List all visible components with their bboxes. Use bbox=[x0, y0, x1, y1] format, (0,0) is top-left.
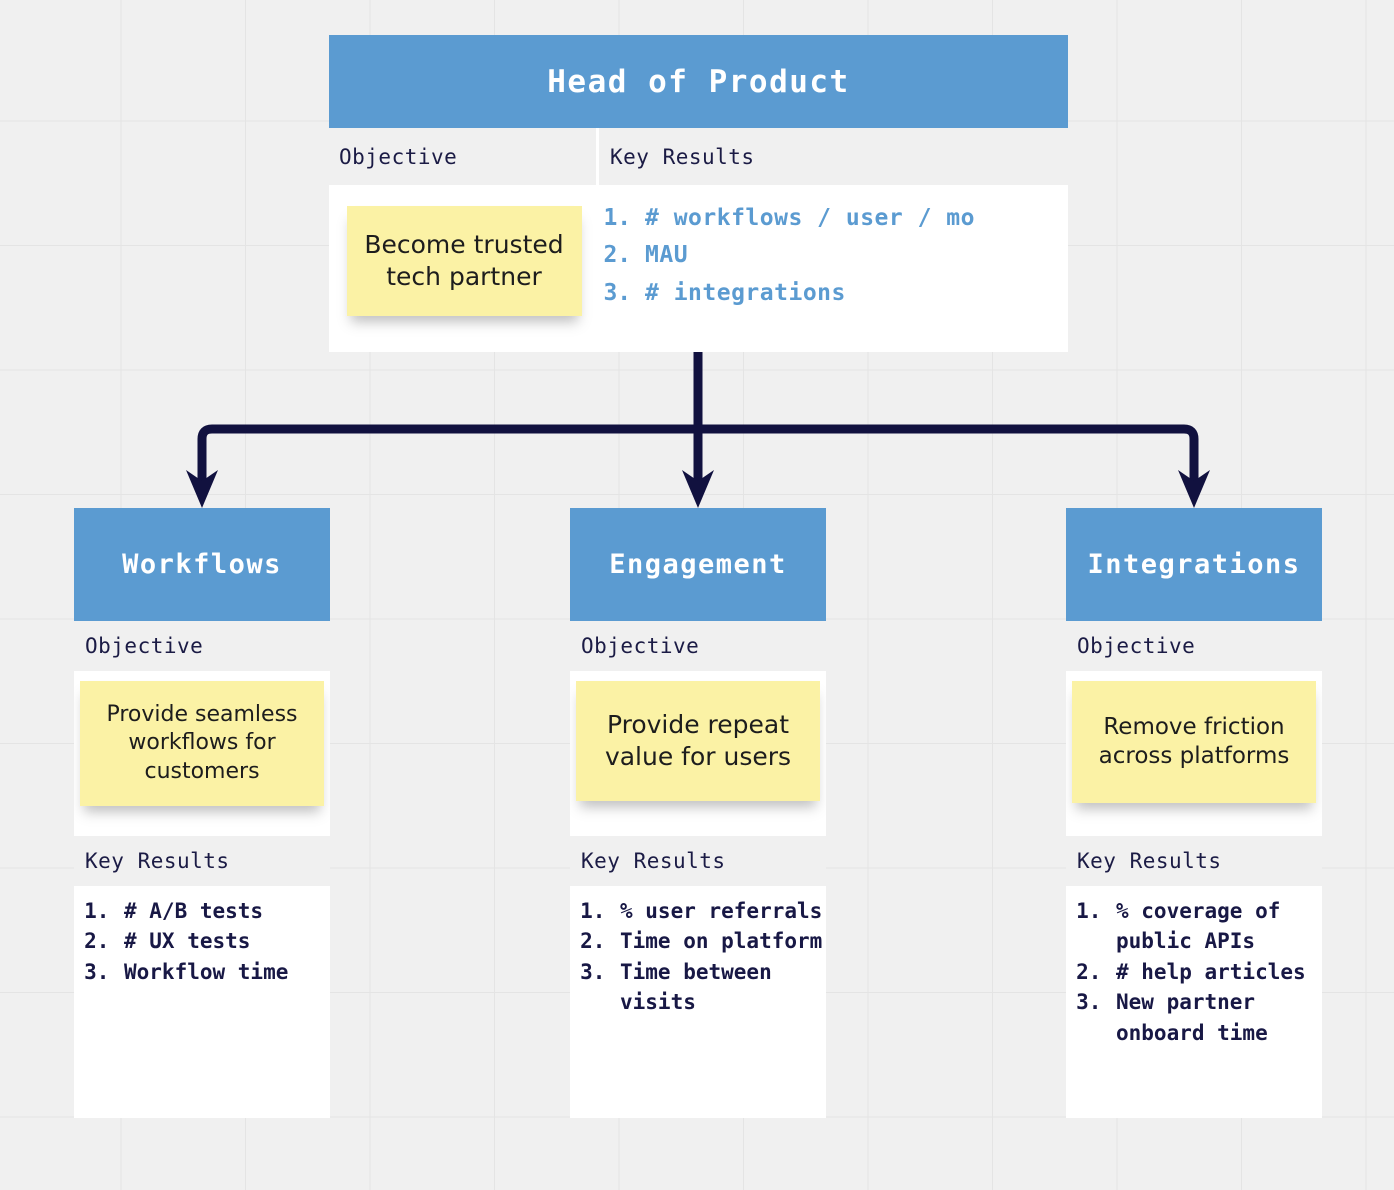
label-key-results-engagement: Key Results bbox=[570, 836, 826, 886]
key-result-item: # UX tests bbox=[122, 926, 330, 956]
label-objective-engagement: Objective bbox=[570, 621, 826, 671]
key-results-area-engagement: % user referrals Time on platform Time b… bbox=[570, 886, 826, 1018]
objective-area-workflows: Provide seamless workflows for customers bbox=[74, 671, 330, 836]
key-results-area-integrations: % coverage of public APIs # help article… bbox=[1066, 886, 1322, 1049]
key-result-item: New partner onboard time bbox=[1114, 987, 1322, 1048]
key-result-item: Time between visits bbox=[618, 957, 826, 1018]
card-integrations[interactable]: Integrations Objective Remove friction a… bbox=[1066, 508, 1322, 1118]
sticky-note-objective-integrations: Remove friction across platforms bbox=[1072, 681, 1316, 803]
objective-area-engagement: Provide repeat value for users bbox=[570, 671, 826, 836]
label-key-results-workflows: Key Results bbox=[74, 836, 330, 886]
card-title-integrations: Integrations bbox=[1066, 508, 1322, 621]
label-objective-workflows: Objective bbox=[74, 621, 330, 671]
sticky-note-objective: Become trusted tech partner bbox=[346, 206, 582, 316]
key-result-item: % coverage of public APIs bbox=[1114, 896, 1322, 957]
card-head-of-product[interactable]: Head of Product Objective Key Results Be… bbox=[329, 35, 1068, 352]
key-result-item: # workflows / user / mo bbox=[645, 200, 1068, 237]
key-result-item: MAU bbox=[645, 237, 1068, 274]
key-results-list: # workflows / user / mo MAU # integratio… bbox=[607, 200, 1068, 312]
card-engagement[interactable]: Engagement Objective Provide repeat valu… bbox=[570, 508, 826, 1118]
column-divider bbox=[596, 128, 599, 185]
column-label-key-results: Key Results bbox=[599, 128, 1068, 185]
label-key-results-integrations: Key Results bbox=[1066, 836, 1322, 886]
card-title-engagement: Engagement bbox=[570, 508, 826, 621]
key-results-list-workflows: # A/B tests # UX tests Workflow time bbox=[74, 896, 330, 987]
card-title-head-of-product: Head of Product bbox=[329, 35, 1068, 128]
card-workflows[interactable]: Workflows Objective Provide seamless wor… bbox=[74, 508, 330, 1118]
key-results-cell: # workflows / user / mo MAU # integratio… bbox=[599, 185, 1068, 352]
sticky-note-objective-workflows: Provide seamless workflows for customers bbox=[80, 681, 324, 806]
label-objective-integrations: Objective bbox=[1066, 621, 1322, 671]
column-header-row: Objective Key Results bbox=[329, 128, 1068, 185]
key-results-area-workflows: # A/B tests # UX tests Workflow time bbox=[74, 886, 330, 988]
card-title-workflows: Workflows bbox=[74, 508, 330, 621]
key-result-item: # help articles bbox=[1114, 957, 1322, 987]
key-results-list-integrations: % coverage of public APIs # help article… bbox=[1066, 896, 1322, 1048]
key-results-list-engagement: % user referrals Time on platform Time b… bbox=[570, 896, 826, 1018]
objective-area-integrations: Remove friction across platforms bbox=[1066, 671, 1322, 836]
key-result-item: Time on platform bbox=[618, 926, 826, 956]
card-body-row: Become trusted tech partner # workflows … bbox=[329, 185, 1068, 352]
key-result-item: # A/B tests bbox=[122, 896, 330, 926]
key-result-item: Workflow time bbox=[122, 957, 330, 987]
key-result-item: % user referrals bbox=[618, 896, 826, 926]
column-label-objective: Objective bbox=[329, 128, 596, 185]
sticky-note-objective-engagement: Provide repeat value for users bbox=[576, 681, 820, 801]
objective-cell: Become trusted tech partner bbox=[329, 185, 599, 352]
key-result-item: # integrations bbox=[645, 275, 1068, 312]
